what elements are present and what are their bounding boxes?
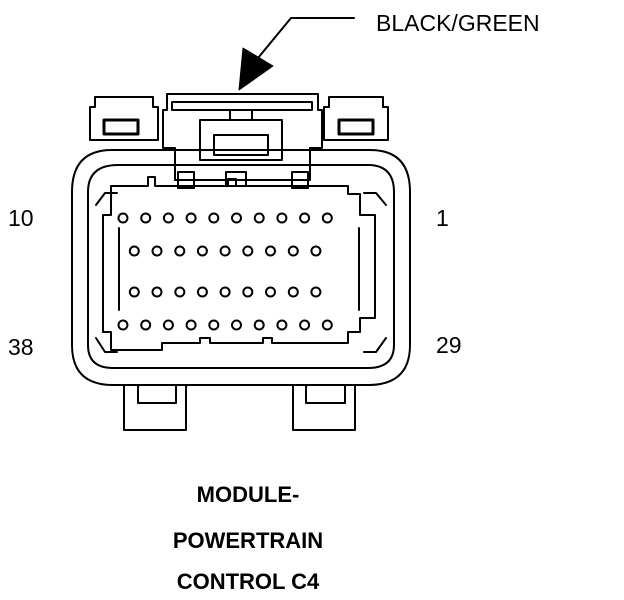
pin-cavity bbox=[208, 212, 220, 224]
pin-cavity bbox=[117, 212, 129, 224]
pin-cavity bbox=[253, 319, 265, 331]
pin-cavity bbox=[310, 286, 322, 298]
top-left-latch bbox=[89, 96, 159, 141]
pin-cavity bbox=[117, 319, 129, 331]
callout-arrow bbox=[238, 17, 355, 91]
pin-cavity bbox=[174, 286, 186, 298]
pin-cavity bbox=[162, 212, 174, 224]
pin-cavity bbox=[242, 286, 254, 298]
pin-cavity bbox=[287, 245, 299, 257]
bottom-right-latch bbox=[292, 384, 356, 431]
pin-cavity bbox=[231, 212, 242, 224]
pin-cavity bbox=[185, 212, 197, 224]
pin-cavity bbox=[321, 319, 333, 331]
pin-cavity bbox=[151, 286, 163, 298]
chamfer-top-right bbox=[363, 192, 387, 206]
pin-number-top-left: 10 bbox=[8, 205, 34, 231]
pin-cavity bbox=[321, 212, 333, 224]
pin-cavity bbox=[219, 245, 231, 257]
pin-cavity bbox=[196, 245, 208, 257]
top-right-latch bbox=[323, 96, 389, 141]
pin-cavity bbox=[140, 319, 152, 331]
pin-cavity bbox=[299, 319, 311, 331]
pin-cavities bbox=[117, 212, 333, 331]
connector-shell bbox=[71, 149, 411, 386]
pin-cavity bbox=[140, 212, 152, 224]
pin-number-bottom-left: 38 bbox=[8, 334, 34, 360]
connector-title-line-3: CONTROL C4 bbox=[176, 569, 320, 594]
connector-title-line-2: POWERTRAIN bbox=[172, 528, 324, 553]
pin-cavity bbox=[185, 319, 197, 331]
terminal-field bbox=[102, 176, 376, 351]
callout-label: BLACK/GREEN bbox=[376, 10, 540, 36]
pin-number-top-right: 1 bbox=[436, 205, 449, 231]
cavity-face bbox=[87, 164, 395, 369]
pin-cavity bbox=[196, 286, 208, 298]
connector-title-line-1: MODULE- bbox=[196, 482, 300, 507]
pin-cavity bbox=[219, 286, 231, 298]
chamfer-top-left bbox=[95, 192, 118, 206]
pin-cavity bbox=[265, 286, 276, 298]
bottom-left-latch bbox=[123, 384, 187, 431]
chamfer-bottom-right bbox=[363, 337, 387, 353]
chamfer-bottom-left bbox=[95, 337, 118, 353]
pin-cavity bbox=[276, 319, 288, 331]
pin-cavity bbox=[174, 245, 186, 257]
pin-cavity bbox=[128, 245, 140, 257]
pin-cavity bbox=[276, 212, 288, 224]
pin-cavity bbox=[242, 245, 254, 257]
pin-number-bottom-right: 29 bbox=[436, 332, 462, 358]
pin-cavity bbox=[208, 319, 220, 331]
pin-cavity bbox=[128, 286, 140, 298]
pin-cavity bbox=[299, 212, 311, 224]
pin-cavity bbox=[151, 245, 163, 257]
pin-cavity bbox=[265, 245, 276, 257]
pin-cavity bbox=[162, 319, 174, 331]
pin-cavity bbox=[310, 245, 322, 257]
pin-cavity bbox=[287, 286, 299, 298]
pin-cavity bbox=[231, 319, 242, 331]
pin-cavity bbox=[253, 212, 265, 224]
locking-lever bbox=[162, 93, 323, 189]
